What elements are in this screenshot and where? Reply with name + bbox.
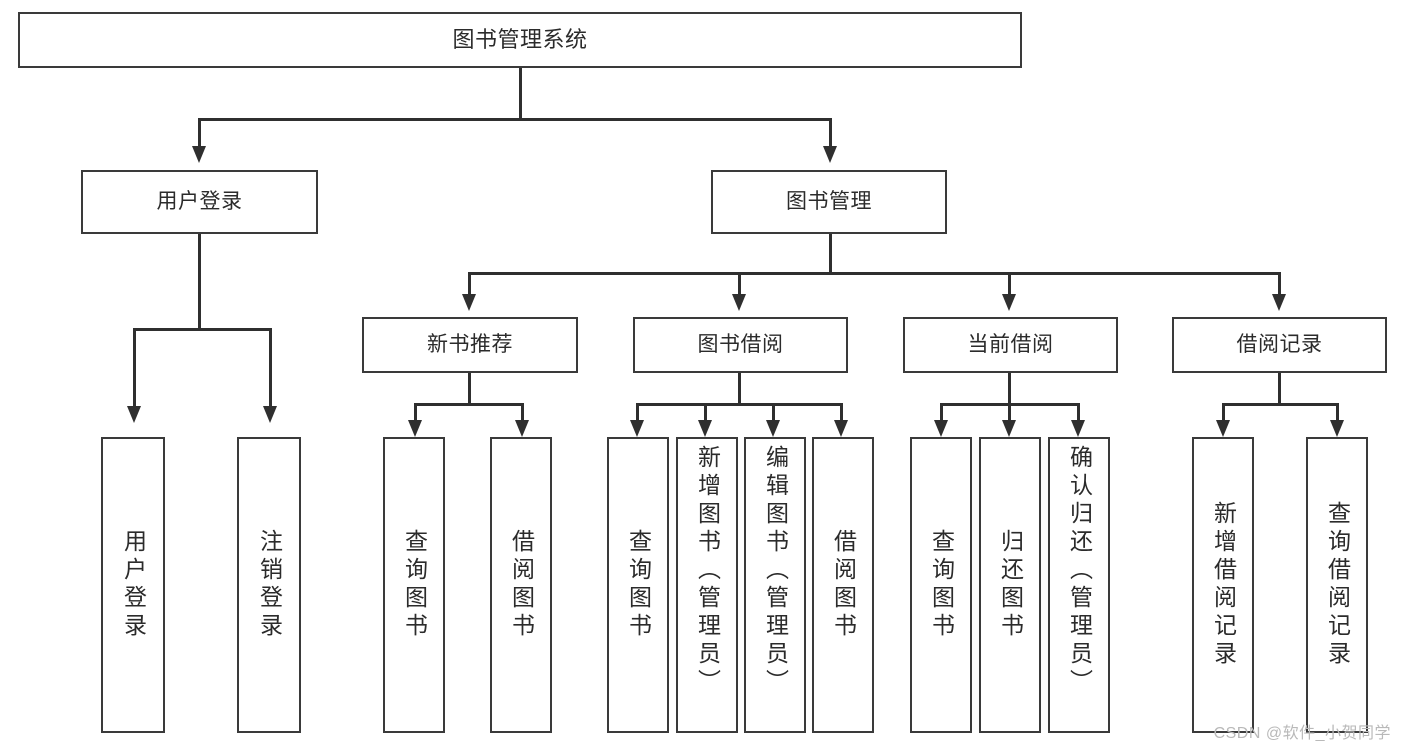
connector-current-borrow-stem	[1008, 373, 1011, 405]
leaf-label: 注销登录	[256, 529, 283, 641]
arrow-leaf-confirm-return	[1071, 420, 1085, 437]
connector-new-book-l2	[521, 403, 524, 420]
leaf-label: 新增图书（管理员）	[694, 445, 721, 697]
node-label: 图书借阅	[697, 333, 784, 357]
node-book-management-system[interactable]: 图书管理系统	[18, 12, 1022, 68]
leaf-borrow-book-borrow[interactable]: 借阅图书	[812, 437, 874, 733]
node-label: 用户登录	[156, 190, 243, 214]
leaf-confirm-return-admin[interactable]: 确认归还（管理员）	[1048, 437, 1110, 733]
connector-user-login-bar	[133, 328, 269, 331]
node-book-borrow[interactable]: 图书借阅	[633, 317, 848, 373]
leaf-edit-book-admin[interactable]: 编辑图书（管理员）	[744, 437, 806, 733]
connector-current-borrow-l1	[940, 403, 943, 420]
arrow-to-user-login	[192, 146, 206, 163]
arrow-leaf-query-book-1	[408, 420, 422, 437]
leaf-label: 查询图书	[928, 529, 955, 641]
connector-book-borrow-stem	[738, 373, 741, 405]
arrow-leaf-query-book-2	[630, 420, 644, 437]
node-new-book-recommendation[interactable]: 新书推荐	[362, 317, 578, 373]
leaf-query-borrow-record[interactable]: 查询借阅记录	[1306, 437, 1368, 733]
arrow-leaf-add-record	[1216, 420, 1230, 437]
leaf-query-book-current[interactable]: 查询图书	[910, 437, 972, 733]
connector-root-stem	[519, 68, 522, 118]
arrow-to-book-borrow	[732, 294, 746, 311]
connector-user-login-right	[269, 328, 272, 406]
node-label: 图书管理系统	[452, 26, 588, 52]
arrow-to-book-management	[823, 146, 837, 163]
leaf-label: 借阅图书	[508, 529, 535, 641]
arrow-leaf-edit-book	[766, 420, 780, 437]
leaf-user-login[interactable]: 用户登录	[101, 437, 165, 733]
leaf-logout[interactable]: 注销登录	[237, 437, 301, 733]
connector-to-book-borrow	[738, 272, 741, 294]
connector-user-login-left	[133, 328, 136, 406]
connector-borrow-record-bar	[1222, 403, 1339, 406]
connector-book-borrow-bar	[636, 403, 843, 406]
connector-to-current-borrow	[1008, 272, 1011, 294]
node-borrow-record[interactable]: 借阅记录	[1172, 317, 1387, 373]
leaf-label: 查询图书	[401, 529, 428, 641]
connector-current-borrow-l2	[1008, 403, 1011, 420]
arrow-leaf-return-book	[1002, 420, 1016, 437]
leaf-label: 新增借阅记录	[1210, 501, 1237, 669]
node-user-login[interactable]: 用户登录	[81, 170, 318, 234]
connector-book-borrow-l4	[840, 403, 843, 420]
connector-user-login-stem	[198, 234, 201, 330]
arrow-to-borrow-record	[1272, 294, 1286, 311]
leaf-label: 用户登录	[120, 529, 147, 641]
arrow-leaf-add-book	[698, 420, 712, 437]
connector-current-borrow-l3	[1077, 403, 1080, 420]
leaf-label: 归还图书	[997, 529, 1024, 641]
leaf-return-book[interactable]: 归还图书	[979, 437, 1041, 733]
node-label: 图书管理	[786, 190, 872, 214]
node-book-management[interactable]: 图书管理	[711, 170, 947, 234]
connector-book-borrow-l1	[636, 403, 639, 420]
arrow-leaf-borrow-book-2	[834, 420, 848, 437]
connector-book-borrow-l2	[704, 403, 707, 420]
connector-borrow-record-l1	[1222, 403, 1225, 420]
connector-to-user-login	[198, 118, 201, 146]
arrow-leaf-user-login	[127, 406, 141, 423]
arrow-to-new-book	[462, 294, 476, 311]
connector-new-book-bar	[414, 403, 524, 406]
connector-book-management-stem	[829, 234, 832, 274]
connector-borrow-record-stem	[1278, 373, 1281, 405]
arrow-leaf-logout	[263, 406, 277, 423]
leaf-label: 查询图书	[625, 529, 652, 641]
node-current-borrow[interactable]: 当前借阅	[903, 317, 1118, 373]
leaf-query-book-new[interactable]: 查询图书	[383, 437, 445, 733]
node-label: 新书推荐	[427, 333, 513, 357]
leaf-borrow-book-new[interactable]: 借阅图书	[490, 437, 552, 733]
connector-book-management-bar	[468, 272, 1280, 275]
leaf-label: 编辑图书（管理员）	[762, 445, 789, 697]
connector-book-borrow-l3	[772, 403, 775, 420]
connector-new-book-l1	[414, 403, 417, 420]
connector-borrow-record-l2	[1336, 403, 1339, 420]
arrow-leaf-query-book-3	[934, 420, 948, 437]
arrow-to-current-borrow	[1002, 294, 1016, 311]
node-label: 当前借阅	[967, 333, 1054, 357]
leaf-label: 确认归还（管理员）	[1066, 445, 1093, 697]
leaf-query-book-borrow[interactable]: 查询图书	[607, 437, 669, 733]
leaf-add-book-admin[interactable]: 新增图书（管理员）	[676, 437, 738, 733]
connector-to-borrow-record	[1278, 272, 1281, 294]
node-label: 借阅记录	[1236, 333, 1323, 357]
connector-to-book-management	[829, 118, 832, 146]
connector-root-bar	[198, 118, 832, 121]
csdn-watermark: CSDN @软件_小贺同学	[1213, 725, 1391, 742]
leaf-label: 借阅图书	[830, 529, 857, 641]
leaf-add-borrow-record[interactable]: 新增借阅记录	[1192, 437, 1254, 733]
connector-new-book-stem	[468, 373, 471, 405]
connector-to-new-book	[468, 272, 471, 294]
leaf-label: 查询借阅记录	[1324, 501, 1351, 669]
arrow-leaf-borrow-book-1	[515, 420, 529, 437]
arrow-leaf-query-record	[1330, 420, 1344, 437]
